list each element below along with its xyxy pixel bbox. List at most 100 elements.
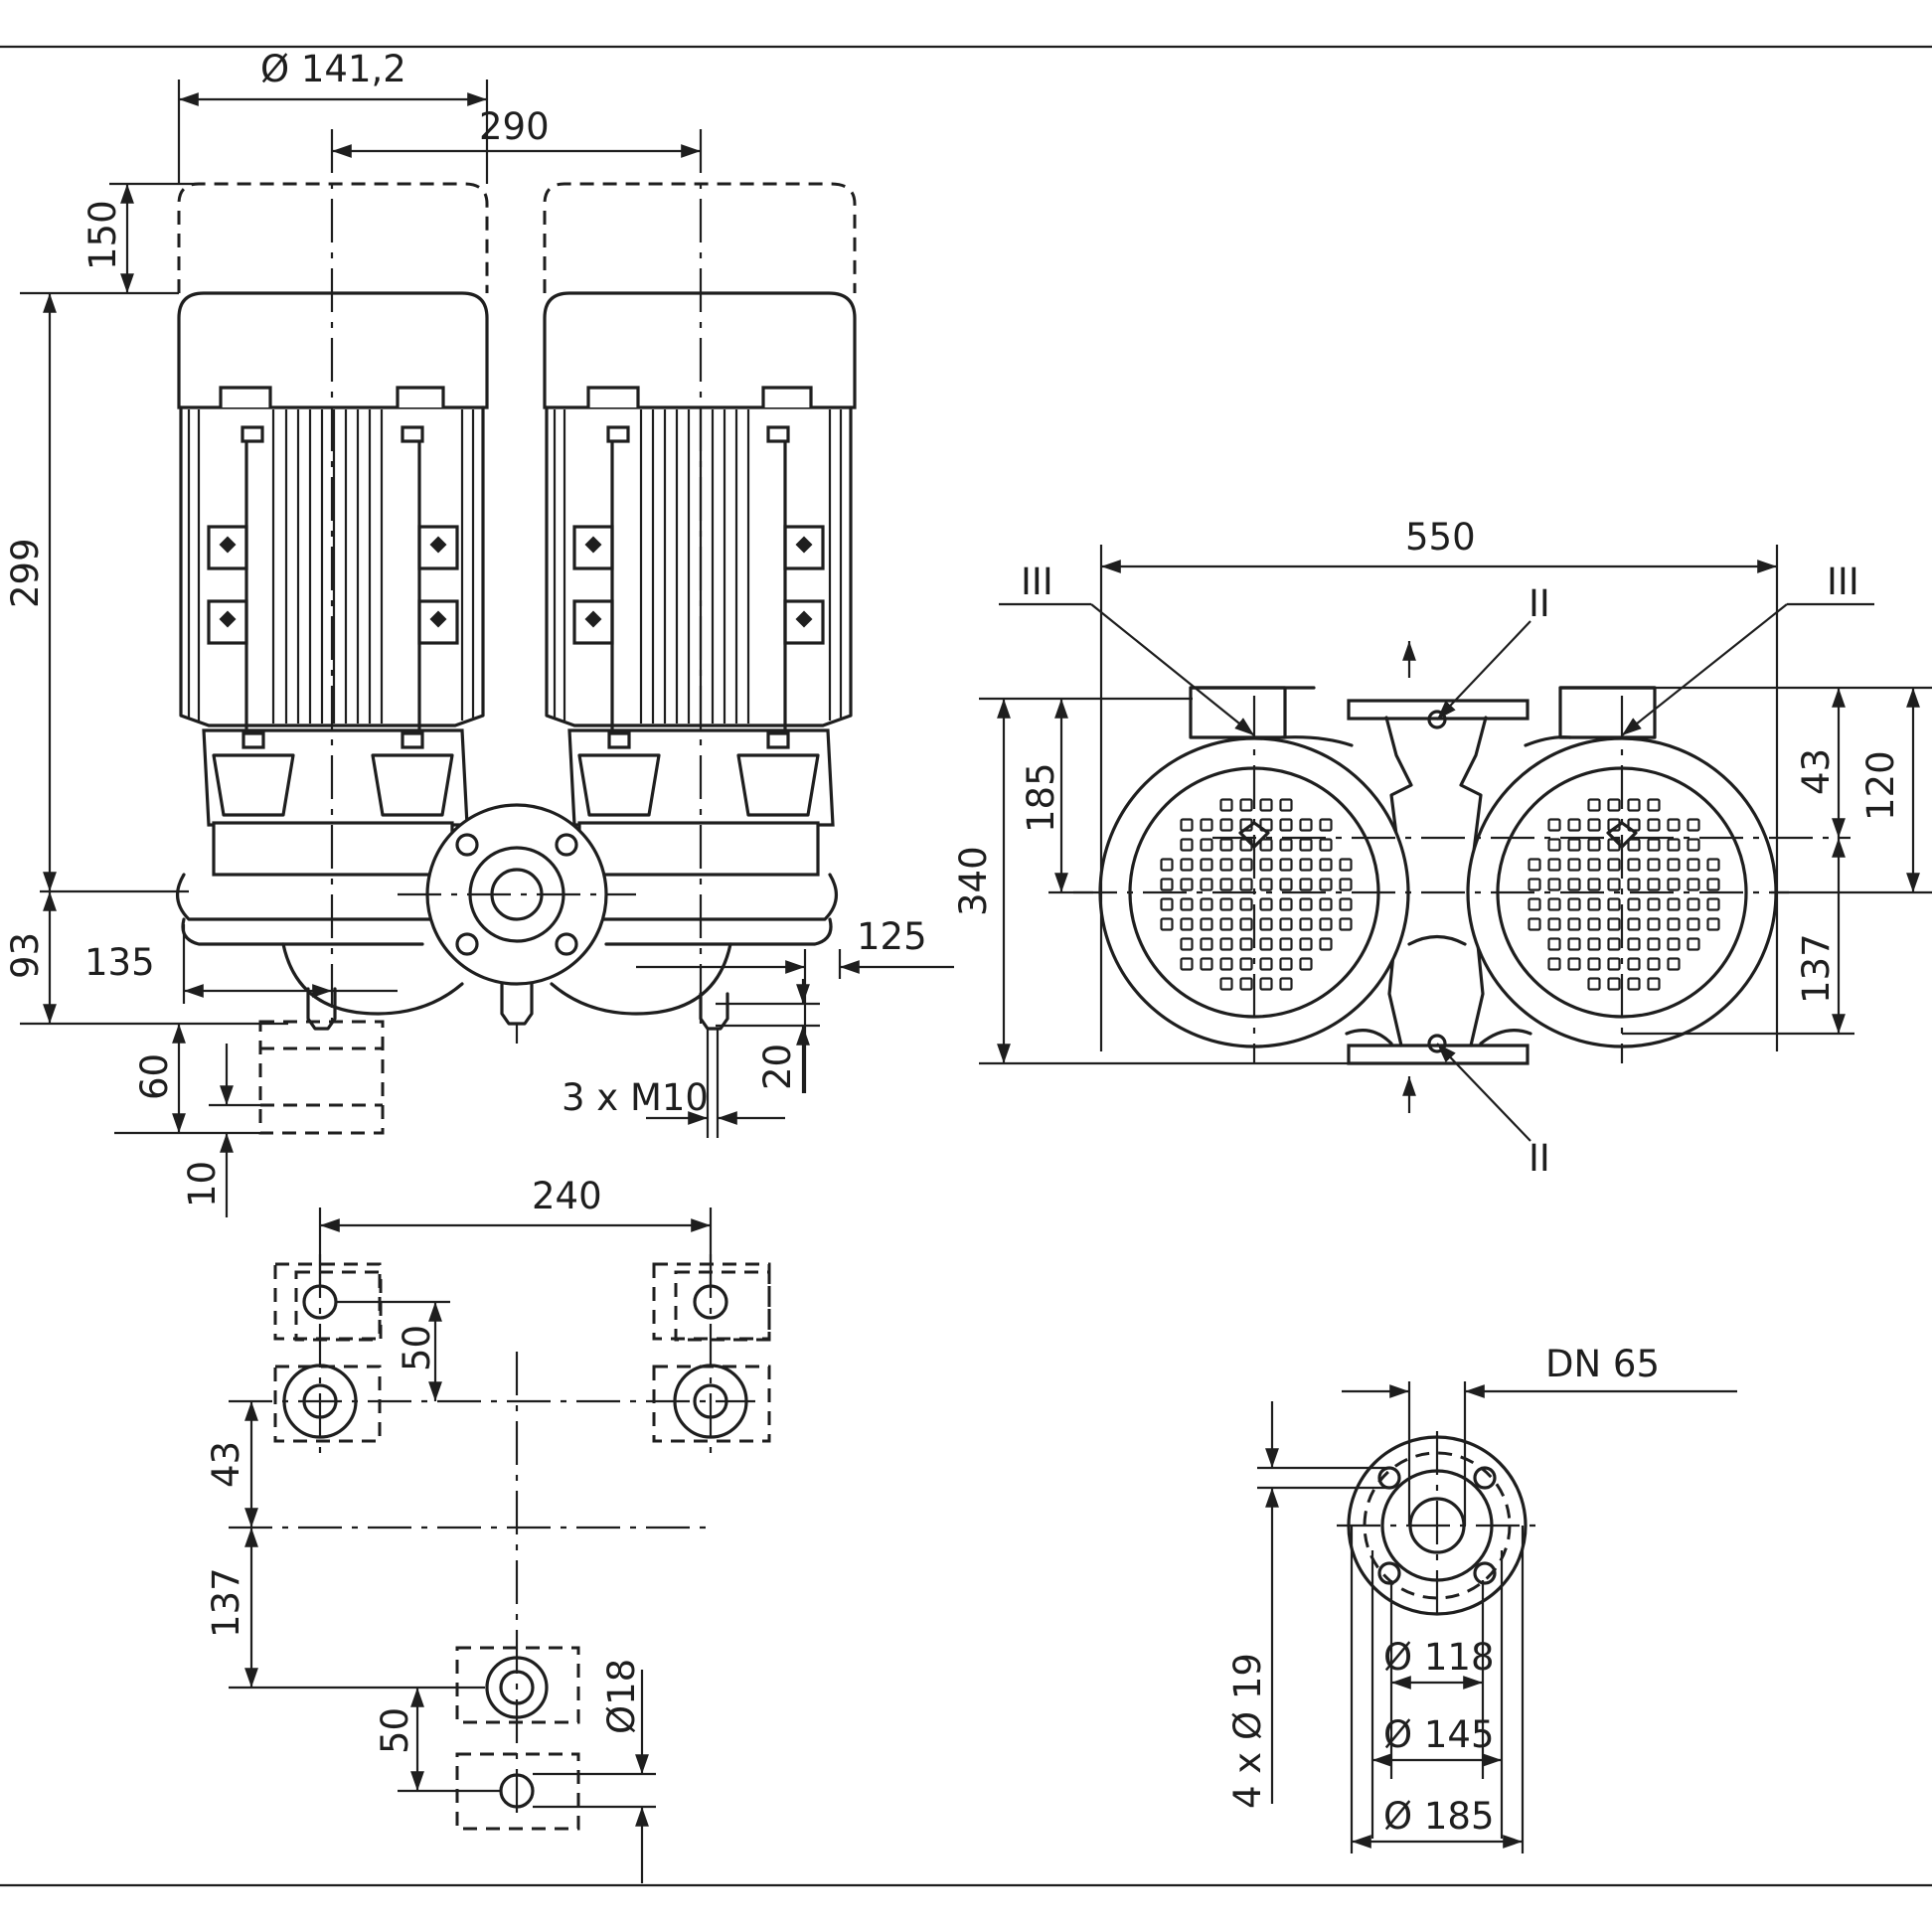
label-299: 299	[4, 538, 47, 608]
fan-grid-cell	[1647, 957, 1661, 971]
fan-grid-cell	[1279, 897, 1293, 911]
fan-grid-cell	[1279, 917, 1293, 931]
label-137-right: 137	[1795, 933, 1838, 1004]
fan-grid-cell	[1687, 897, 1700, 911]
fan-grid-cell	[1607, 878, 1621, 891]
fan-grid-cell	[1687, 937, 1700, 951]
label-93: 93	[4, 932, 47, 979]
fan-grid-cell	[1607, 917, 1621, 931]
fan-grid-cell	[1627, 897, 1641, 911]
fan-grid-cell	[1587, 957, 1601, 971]
left-fan-grid	[1160, 798, 1353, 991]
fan-grid-cell	[1299, 818, 1313, 832]
fan-grid-cell	[1607, 897, 1621, 911]
fan-grid-cell	[1219, 937, 1233, 951]
fan-grid-cell	[1259, 897, 1273, 911]
fan-grid-cell	[1239, 957, 1253, 971]
fan-grid-cell	[1339, 917, 1353, 931]
fan-grid-cell	[1319, 818, 1333, 832]
fan-grid-cell	[1180, 818, 1194, 832]
fan-grid-cell	[1706, 858, 1720, 872]
fan-grid-cell	[1259, 937, 1273, 951]
fan-grid-cell	[1587, 798, 1601, 812]
fan-grid-cell	[1607, 977, 1621, 991]
fan-grid-cell	[1547, 838, 1561, 852]
fan-grid-cell	[1647, 858, 1661, 872]
fan-grid-cell	[1587, 977, 1601, 991]
fan-grid-cell	[1299, 957, 1313, 971]
fan-grid-cell	[1319, 937, 1333, 951]
fan-grid-cell	[1180, 878, 1194, 891]
fan-grid-cell	[1647, 798, 1661, 812]
fan-grid-cell	[1587, 878, 1601, 891]
fan-grid-cell	[1259, 838, 1273, 852]
fan-grid-cell	[1180, 897, 1194, 911]
label-3xm10: 3 x M10	[562, 1076, 709, 1119]
fan-grid-cell	[1627, 917, 1641, 931]
fan-grid-cell	[1259, 917, 1273, 931]
fan-grid-cell	[1547, 818, 1561, 832]
fan-grid-cell	[1180, 858, 1194, 872]
fan-grid-cell	[1319, 917, 1333, 931]
fan-grid-cell	[1706, 878, 1720, 891]
fan-grid-cell	[1528, 897, 1541, 911]
fan-grid-cell	[1319, 858, 1333, 872]
fan-grid-cell	[1547, 937, 1561, 951]
fan-grid-cell	[1299, 937, 1313, 951]
fan-grid-cell	[1567, 838, 1581, 852]
fan-grid-cell	[1299, 917, 1313, 931]
fan-grid-cell	[1259, 957, 1273, 971]
fan-grid-cell	[1567, 917, 1581, 931]
fan-grid-cell	[1339, 878, 1353, 891]
fan-grid-cell	[1200, 878, 1213, 891]
fan-grid-cell	[1528, 878, 1541, 891]
fan-grid-cell	[1219, 838, 1233, 852]
label-185: 185	[1020, 762, 1062, 833]
fan-grid-cell	[1627, 957, 1641, 971]
fan-grid-cell	[1180, 917, 1194, 931]
label-4xdia19: 4 x Ø 19	[1226, 1653, 1269, 1809]
fan-grid-cell	[1667, 897, 1681, 911]
fan-grid-cell	[1667, 878, 1681, 891]
fan-grid-cell	[1279, 878, 1293, 891]
fan-grid-cell	[1547, 897, 1561, 911]
fan-grid-cell	[1219, 858, 1233, 872]
fan-grid-cell	[1528, 917, 1541, 931]
fan-grid-cell	[1200, 917, 1213, 931]
fan-grid-cell	[1667, 838, 1681, 852]
label-43-right: 43	[1795, 748, 1838, 795]
fan-grid-cell	[1667, 937, 1681, 951]
fan-grid-cell	[1587, 937, 1601, 951]
fan-grid-cell	[1587, 858, 1601, 872]
label-50-upper: 50	[396, 1325, 438, 1371]
fan-grid-cell	[1200, 858, 1213, 872]
fan-grid-cell	[1180, 838, 1194, 852]
fan-grid-cell	[1160, 878, 1174, 891]
fan-grid-cell	[1279, 957, 1293, 971]
fan-grid-cell	[1259, 878, 1273, 891]
label-43-base: 43	[205, 1441, 247, 1488]
top-view	[1073, 641, 1851, 1113]
fan-grid-cell	[1299, 858, 1313, 872]
fan-grid-cell	[1567, 818, 1581, 832]
fan-grid-cell	[1279, 937, 1293, 951]
label-135: 135	[84, 941, 155, 984]
fan-grid-cell	[1567, 957, 1581, 971]
fan-grid-cell	[1239, 798, 1253, 812]
base-view	[229, 1254, 771, 1831]
fan-grid-cell	[1647, 937, 1661, 951]
fan-grid-cell	[1319, 838, 1333, 852]
fan-grid-cell	[1219, 897, 1233, 911]
fan-grid-cell	[1528, 858, 1541, 872]
fan-grid-cell	[1567, 878, 1581, 891]
fan-grid-cell	[1647, 917, 1661, 931]
fan-grid-cell	[1200, 957, 1213, 971]
label-II-bottom: II	[1529, 1137, 1550, 1180]
label-dia-141: Ø 141,2	[260, 48, 406, 90]
fan-grid-cell	[1219, 957, 1233, 971]
fan-grid-cell	[1587, 838, 1601, 852]
fan-grid-cell	[1567, 858, 1581, 872]
fan-grid-cell	[1687, 878, 1700, 891]
fan-grid-cell	[1647, 977, 1661, 991]
